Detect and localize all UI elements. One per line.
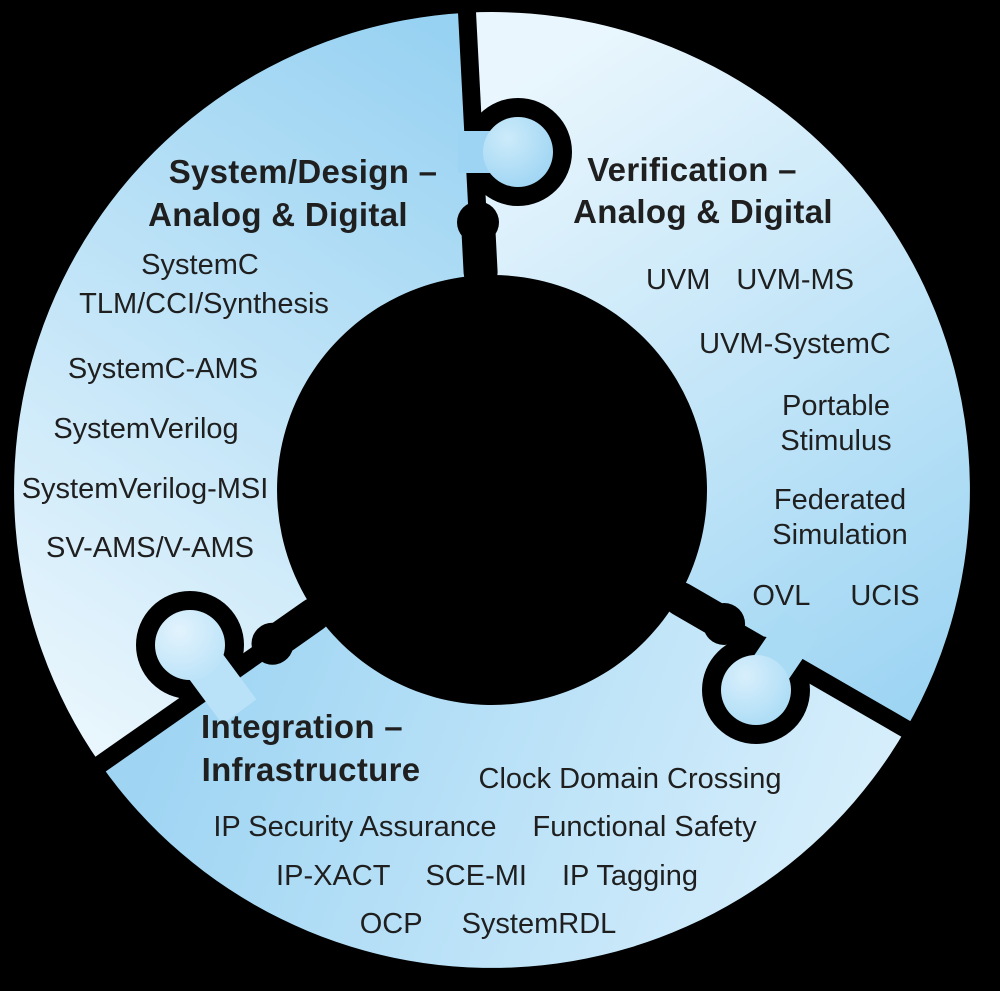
puzzle-knob-bottom-left: [155, 610, 257, 725]
standard-item: Clock Domain Crossing: [478, 763, 782, 796]
segment-title-system-design-line1: System/Design –: [168, 152, 438, 190]
piece-verification: [467, 12, 970, 729]
segment-title-system-design-line2: Analog & Digital: [148, 195, 408, 233]
standard-item: UVM-SystemC: [699, 328, 891, 361]
standard-item: Functional Safety: [532, 811, 757, 844]
seam-notch-top: [457, 201, 499, 244]
standard-item: SystemVerilog: [53, 413, 239, 446]
standard-item: SV-AMS/V-AMS: [46, 532, 254, 565]
standard-item: UVM: [645, 264, 711, 297]
standard-item: SystemRDL: [461, 908, 617, 941]
standard-item: IP Tagging: [561, 860, 698, 893]
standard-item: SCE-MI: [425, 860, 527, 893]
standard-item: OVL: [752, 580, 811, 613]
standard-item: SystemC-AMS: [67, 353, 259, 386]
seam-notch-bottom-left: [251, 622, 294, 665]
standard-item: UCIS: [850, 580, 920, 613]
puzzle-knob-bottom-right: [721, 611, 819, 725]
puzzle-knob-top: [458, 117, 553, 187]
standard-item: UVM-MS: [736, 264, 855, 297]
seam-notch-bottom-right: [703, 603, 746, 645]
segment-title-integration-line1: Integration –: [201, 707, 403, 745]
standard-item-row: IP Security Assurance Functional Safety: [213, 811, 757, 844]
standard-item: IP-XACT: [276, 860, 391, 893]
standard-item: SystemC: [141, 249, 259, 282]
standard-item: SystemVerilog-MSI: [21, 473, 269, 506]
standard-item-row: OCP SystemRDL: [359, 908, 617, 941]
piece-system-design: [14, 12, 481, 765]
standard-item-row: OVL UCIS: [752, 580, 920, 613]
standard-item: Portable Stimulus: [780, 390, 892, 457]
standard-item: OCP: [359, 908, 423, 941]
segment-title-integration-line2: Infrastructure: [201, 750, 421, 788]
standard-item: IP Security Assurance: [213, 811, 497, 844]
standard-item: TLM/CCI/Synthesis: [79, 288, 329, 321]
standard-item-row: UVM UVM-MS: [645, 264, 855, 297]
standard-item: Federated Simulation: [772, 484, 908, 551]
segment-title-verification-line2: Analog & Digital: [573, 192, 833, 230]
standard-item-row: IP-XACT SCE-MI IP Tagging: [276, 860, 698, 893]
segment-title-verification-line1: Verification –: [587, 150, 797, 188]
